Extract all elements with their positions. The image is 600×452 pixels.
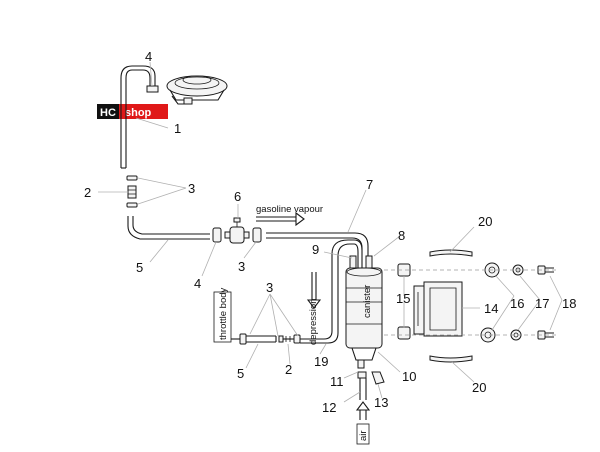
hose-5-lower (239, 333, 277, 345)
callout-12: 12 (322, 400, 336, 415)
callout-14: 14 (484, 301, 498, 316)
strap-20-upper (429, 249, 473, 257)
callout-20-upper: 20 (478, 214, 492, 229)
air-label: air (358, 430, 369, 441)
callout-20-lower: 20 (472, 380, 486, 395)
air-arrow (355, 401, 371, 445)
hc-shop-logo: HC shop (97, 104, 168, 119)
check-valve-6 (224, 217, 250, 244)
depression-label: depression (308, 299, 319, 345)
throttle-body-label: throttle body (218, 287, 229, 340)
callout-17: 17 (535, 296, 549, 311)
gasoline-vapour-label: gasoline vapour (256, 204, 323, 215)
leader-lines (98, 61, 563, 403)
throttle-body-box (213, 291, 240, 343)
fuel-valve-cap (166, 75, 228, 105)
callout-2-left: 2 (84, 185, 91, 200)
callout-11: 11 (330, 374, 344, 389)
clamp-4-mid (212, 227, 222, 243)
connector-2-left (126, 175, 138, 208)
callout-6: 6 (234, 189, 241, 204)
canister-bracket-14 (413, 281, 463, 337)
callout-18: 18 (562, 296, 576, 311)
callout-5-left: 5 (136, 260, 143, 275)
canister-label: canister (362, 285, 373, 318)
callout-10: 10 (402, 369, 416, 384)
logo-hc-text: HC (100, 107, 116, 119)
hose-1 (120, 65, 159, 169)
callout-9: 9 (312, 242, 319, 257)
hose-5-left (127, 216, 210, 240)
hose-11-12 (357, 371, 367, 400)
callout-16: 16 (510, 296, 524, 311)
callout-numbers: 4 1 2 3 6 7 8 9 5 4 3 20 15 14 16 17 18 … (84, 49, 576, 415)
strap-20-lower (429, 355, 473, 363)
callout-13: 13 (374, 395, 388, 410)
callout-8: 8 (398, 228, 405, 243)
callout-3-left: 3 (188, 181, 195, 196)
callout-2-lower: 2 (285, 362, 292, 377)
gasoline-vapour-arrow (256, 211, 305, 227)
fitting-13 (371, 371, 385, 385)
carbon-canister (345, 255, 383, 369)
callout-5-lower: 5 (237, 366, 244, 381)
hose-19 (300, 239, 363, 344)
depression-arrow (306, 272, 322, 309)
callout-3-lower: 3 (266, 280, 273, 295)
connector-2-lower (278, 334, 301, 344)
clamp-3-mid (252, 227, 262, 243)
clip-15-lower (397, 326, 411, 340)
callout-4-top: 4 (145, 49, 152, 64)
callout-19: 19 (314, 354, 328, 369)
logo-shop-text: shop (125, 107, 152, 119)
callout-15: 15 (396, 291, 410, 306)
callout-7: 7 (366, 177, 373, 192)
callout-1: 1 (174, 121, 181, 136)
callout-4-mid: 4 (194, 276, 201, 291)
callout-3-mid: 3 (238, 259, 245, 274)
